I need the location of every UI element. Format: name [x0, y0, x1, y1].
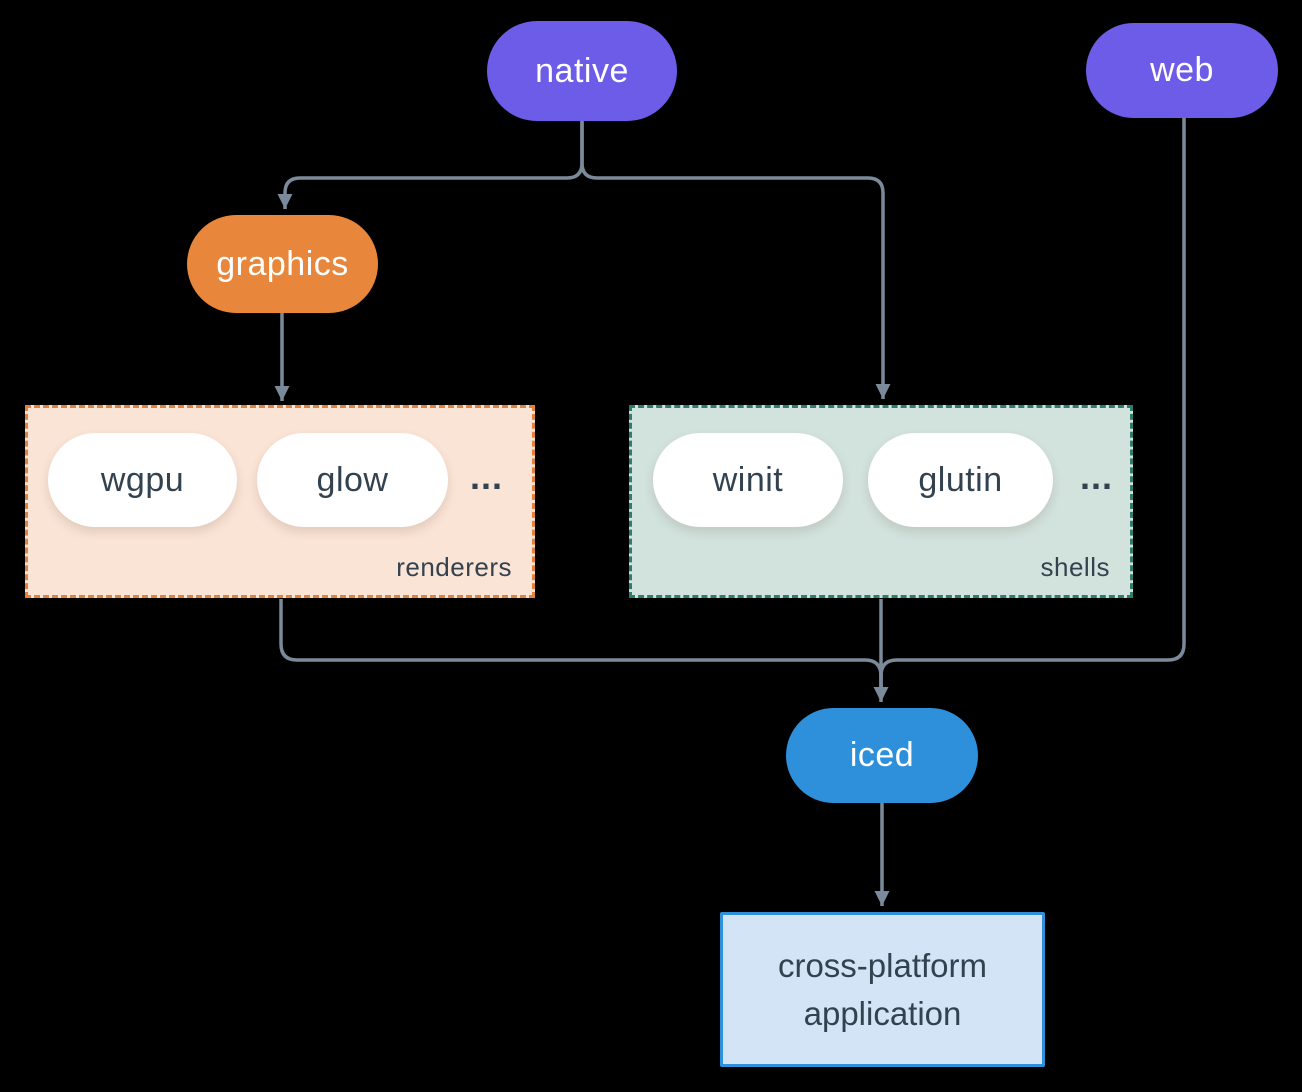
node-iced: iced: [786, 708, 978, 803]
node-graphics: graphics: [187, 215, 378, 313]
renderers-group-label: renderers: [396, 552, 512, 582]
group-shells: winit glutin ... shells: [629, 405, 1133, 598]
node-iced-label: iced: [849, 736, 915, 774]
node-winit-label: winit: [712, 460, 784, 499]
node-glow-label: glow: [316, 460, 389, 499]
renderers-ellipsis: ...: [470, 456, 504, 497]
edge-native-to-shells: [580, 121, 891, 399]
node-glow: glow: [257, 433, 448, 527]
group-renderers: wgpu glow ... renderers: [25, 405, 535, 598]
node-winit: winit: [653, 433, 843, 527]
node-graphics-label: graphics: [216, 244, 349, 283]
edge-renderers-to-iced: [279, 599, 883, 694]
node-cross-platform-application: cross-platform application: [720, 912, 1045, 1067]
node-web-label: web: [1150, 51, 1214, 89]
node-wgpu-label: wgpu: [100, 460, 185, 499]
edge-native-to-graphics: [277, 121, 584, 209]
node-native: native: [487, 21, 677, 121]
node-web: web: [1086, 23, 1278, 118]
node-glutin-label: glutin: [918, 460, 1003, 499]
shells-group-label: shells: [1040, 552, 1110, 582]
node-glutin: glutin: [868, 433, 1053, 527]
node-application-label: cross-platform application: [777, 946, 988, 1032]
shells-ellipsis: ...: [1080, 456, 1114, 497]
node-native-label: native: [535, 51, 629, 90]
node-wgpu: wgpu: [48, 433, 237, 527]
